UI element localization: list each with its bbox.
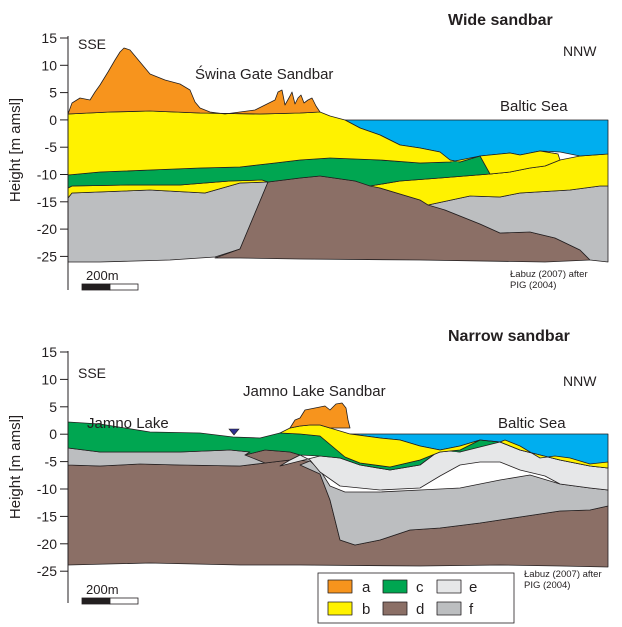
y-axis-label-top: Height [m amsl]	[7, 98, 24, 202]
legend-label-d: d	[416, 601, 424, 618]
y-axis-label-bottom: Height [m amsl]	[7, 415, 24, 519]
legend-swatch-d	[382, 601, 408, 616]
scale-bar-bottom: 200m	[81, 582, 139, 605]
legend-swatch-e	[436, 579, 462, 594]
legend: a b c d e f	[317, 572, 515, 624]
legend-item-f: f	[436, 601, 474, 618]
direction-right-narrow: NNW	[563, 373, 597, 389]
y-top-tick-label: -25	[37, 248, 57, 264]
source-note-bottom-line1: Łabuz (2007) after	[524, 569, 602, 580]
y-bottom-tick-label: -25	[37, 563, 57, 579]
landform-label-narrow: Jamno Lake Sandbar	[243, 383, 386, 400]
y-bottom-tick-label: 0	[49, 426, 57, 442]
water-level-triangle-icon	[228, 428, 240, 436]
legend-item-c: c	[382, 579, 424, 596]
scale-label-top: 200m	[86, 268, 119, 283]
axes: 15 10 5 0 -5 -10 -15 -20 -25 15 10 5 0 -5 -10 -15 -20 -2…	[37, 30, 69, 603]
source-note-bottom-line2: PIG (2004)	[524, 580, 570, 591]
y-top-tick-label: -10	[37, 167, 57, 183]
panel-title-wide: Wide sandbar	[448, 12, 553, 29]
layer-f-narrow	[299, 460, 609, 546]
y-top-tick-label: 15	[41, 30, 57, 46]
legend-item-a: a	[327, 579, 371, 596]
narrow-sandbar-panel	[67, 402, 609, 568]
legend-item-e: e	[436, 579, 477, 596]
y-ticks-top: 15 10 5 0 -5 -10 -15 -20 -25	[37, 30, 68, 264]
direction-right-wide: NNW	[563, 43, 597, 59]
scale-label-bottom: 200m	[86, 582, 119, 597]
y-bottom-tick-label: -15	[37, 508, 57, 524]
y-top-tick-label: 5	[49, 85, 57, 101]
y-top-tick-label: -20	[37, 221, 57, 237]
y-ticks-bottom: 15 10 5 0 -5 -10 -15 -20 -25	[37, 344, 68, 579]
legend-swatch-a	[327, 579, 353, 594]
legend-swatch-f	[436, 601, 462, 616]
y-bottom-tick-label: -10	[37, 481, 57, 497]
wide-sandbar-panel	[67, 47, 609, 263]
y-top-tick-label: 0	[49, 112, 57, 128]
y-bottom-tick-label: -20	[37, 536, 57, 552]
y-bottom-tick-label: 10	[41, 371, 57, 387]
legend-swatch-b	[327, 601, 353, 616]
layer-a-wide	[67, 47, 321, 115]
source-note-top-line1: Łabuz (2007) after	[510, 269, 588, 280]
direction-left-narrow: SSE	[78, 365, 106, 381]
legend-label-f: f	[469, 601, 474, 618]
legend-label-c: c	[416, 579, 424, 596]
layer-a-narrow	[289, 402, 351, 429]
landform-label-wide: Świna Gate Sandbar	[195, 65, 333, 83]
source-note-top-line2: PIG (2004)	[510, 280, 556, 291]
panel-title-narrow: Narrow sandbar	[448, 328, 570, 345]
y-bottom-tick-label: 15	[41, 344, 57, 360]
y-bottom-tick-label: -5	[45, 454, 58, 470]
y-top-tick-label: -5	[45, 139, 58, 155]
scale-bar-top: 200m	[81, 268, 139, 291]
legend-item-b: b	[327, 601, 370, 618]
legend-label-e: e	[469, 579, 477, 596]
y-top-tick-label: 10	[41, 57, 57, 73]
lake-label-narrow: Jamno Lake	[87, 415, 169, 432]
y-bottom-tick-label: 5	[49, 399, 57, 415]
legend-swatch-c	[382, 579, 408, 594]
y-top-tick-label: -15	[37, 194, 57, 210]
direction-left-wide: SSE	[78, 36, 106, 52]
layer-b-narrow-right	[499, 439, 609, 469]
legend-label-b: b	[362, 601, 370, 618]
sea-label-narrow: Baltic Sea	[498, 415, 566, 432]
legend-item-d: d	[382, 601, 424, 618]
legend-label-a: a	[362, 579, 371, 596]
sea-label-wide: Baltic Sea	[500, 98, 568, 115]
